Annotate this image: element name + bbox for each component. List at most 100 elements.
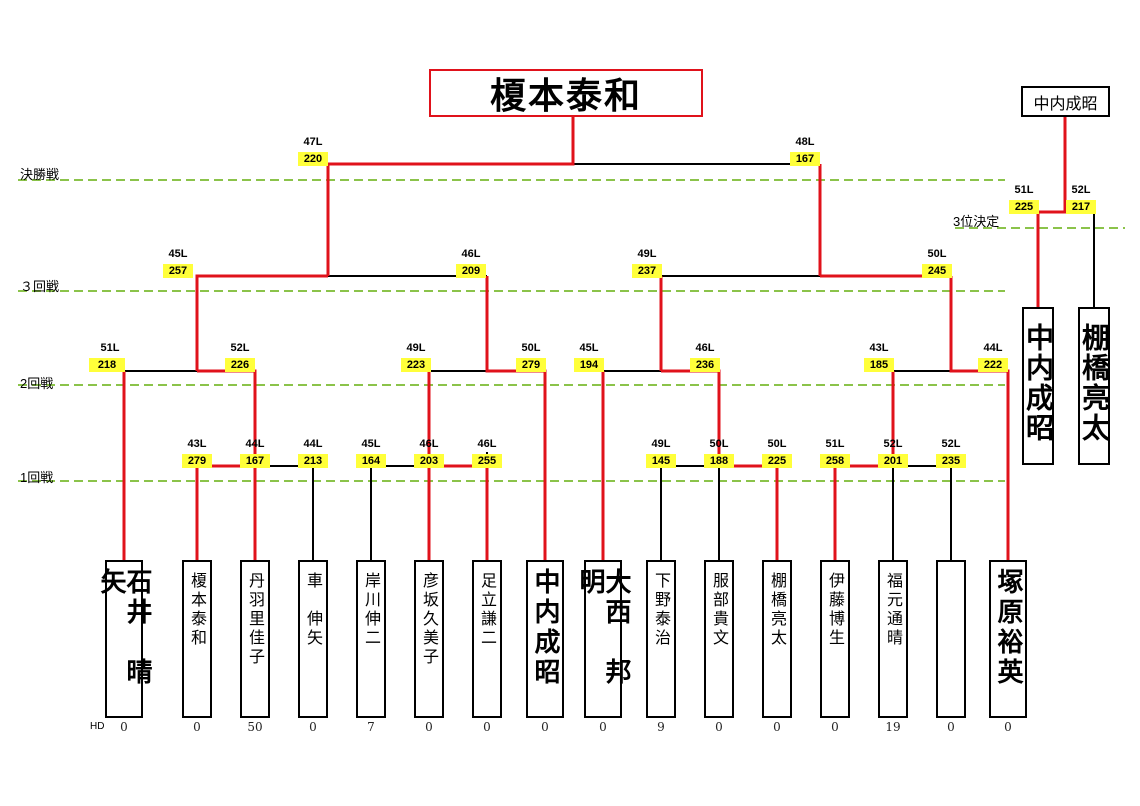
lane-label: 45L (168, 248, 188, 260)
round-label-r1: 1回戦 (20, 470, 54, 485)
score-badge: 185 (864, 358, 894, 372)
player-name: 榎本泰和 (188, 572, 207, 648)
player-box: 榎本泰和 (182, 560, 212, 718)
score-badge: 225 (762, 454, 792, 468)
lane-label: 45L (579, 342, 599, 354)
player-name: 下野泰治 (652, 572, 671, 648)
third-place-player-box: 中内成昭 (1022, 307, 1055, 465)
round-label-third: 3位決定 (953, 214, 1000, 229)
lane-label: 49L (637, 248, 657, 260)
score-badge: 164 (356, 454, 386, 468)
player-name: 棚橋亮太 (768, 572, 787, 648)
score-badge: 235 (936, 454, 966, 468)
handicap-value: 7 (367, 720, 375, 734)
lane-label: 46L (461, 248, 481, 260)
player-box: 大西 邦明 (575, 560, 631, 718)
winner-line (195, 274, 328, 371)
score-badge: 237 (632, 264, 662, 278)
lane-label: 44L (983, 342, 1003, 354)
lane-label: 50L (709, 438, 729, 450)
player-box: 塚原裕英 (989, 560, 1027, 718)
score-badge: 222 (978, 358, 1008, 372)
lane-label: 51L (1014, 184, 1034, 196)
handicap-value: 0 (193, 720, 201, 734)
third-place-player-name: 棚橋亮太 (1078, 323, 1111, 443)
score-badge: 245 (922, 264, 952, 278)
player-name: 足立謙二 (478, 572, 497, 648)
handicap-value: 50 (247, 720, 263, 734)
player-box: 車 伸矢 (298, 560, 328, 718)
player-box: 岸川伸二 (356, 560, 386, 718)
lane-label: 44L (303, 438, 323, 450)
score-badge: 279 (516, 358, 546, 372)
handicap-value: 0 (773, 720, 781, 734)
third-place-player-box: 棚橋亮太 (1078, 307, 1111, 465)
score-badge: 258 (820, 454, 850, 468)
lane-label: 46L (419, 438, 439, 450)
score-badge: 218 (89, 358, 125, 372)
lane-label: 50L (927, 248, 947, 260)
player-name: 丹羽里佳子 (246, 572, 265, 667)
score-badge: 213 (298, 454, 328, 468)
lane-label: 49L (406, 342, 426, 354)
loser-line (1065, 211, 1095, 307)
player-box (936, 560, 966, 718)
handicap-value: 0 (541, 720, 549, 734)
lane-label: 43L (869, 342, 889, 354)
score-badge: 220 (298, 152, 328, 166)
player-name: 彦坂久美子 (420, 572, 439, 667)
third-place-winner-name: 中内成昭 (1033, 93, 1098, 113)
player-name: 塚原裕英 (993, 568, 1023, 688)
round-label-r3: ３回戦 (20, 279, 60, 294)
lane-label: 52L (941, 438, 961, 450)
handicap-value: 19 (885, 720, 901, 734)
player-box: 伊藤博生 (820, 560, 850, 718)
lane-label: 46L (695, 342, 715, 354)
lane-label: 51L (825, 438, 845, 450)
score-badge: 223 (401, 358, 431, 372)
player-box: 服部貴文 (704, 560, 734, 718)
score-badge: 217 (1066, 200, 1096, 214)
player-name: 中内成昭 (530, 568, 560, 688)
lane-label: 49L (651, 438, 671, 450)
player-box: 足立謙二 (472, 560, 502, 718)
handicap-value: 0 (599, 720, 607, 734)
handicap-value: 0 (831, 720, 839, 734)
lane-label: 43L (187, 438, 207, 450)
third-place-winner-box: 中内成昭 (1021, 86, 1110, 117)
handicap-value: 0 (120, 720, 128, 734)
score-badge: 194 (574, 358, 604, 372)
winner-line (326, 117, 575, 276)
handicap-value: 0 (715, 720, 723, 734)
player-name: 伊藤博生 (826, 572, 845, 648)
handicap-value: 0 (1004, 720, 1012, 734)
player-box: 下野泰治 (646, 560, 676, 718)
score-badge: 203 (414, 454, 444, 468)
player-name: 福元通晴 (884, 572, 903, 648)
player-name: 岸川伸二 (362, 572, 381, 648)
score-badge: 209 (456, 264, 486, 278)
lane-label: 47L (303, 136, 323, 148)
handicap-value: 0 (483, 720, 491, 734)
lane-label: 50L (521, 342, 541, 354)
handicap-value: 9 (657, 720, 665, 734)
hd-label: HD (90, 721, 105, 732)
lane-label: 50L (767, 438, 787, 450)
lane-label: 52L (1071, 184, 1091, 196)
player-name: 車 伸矢 (304, 572, 323, 648)
lane-label: 48L (795, 136, 815, 148)
score-badge: 188 (704, 454, 734, 468)
handicap-value: 0 (947, 720, 955, 734)
player-box: 丹羽里佳子 (240, 560, 270, 718)
lane-label: 46L (477, 438, 497, 450)
player-name: 石井 晴矢 (96, 568, 152, 688)
score-badge: 236 (690, 358, 720, 372)
round-label-final: 決勝戦 (20, 167, 60, 182)
score-badge: 279 (182, 454, 212, 468)
score-badge: 255 (472, 454, 502, 468)
third-place-player-name: 中内成昭 (1022, 323, 1055, 443)
lane-label: 52L (883, 438, 903, 450)
lane-label: 51L (100, 342, 120, 354)
player-name: 大西 邦明 (575, 568, 631, 688)
lane-label: 45L (361, 438, 381, 450)
